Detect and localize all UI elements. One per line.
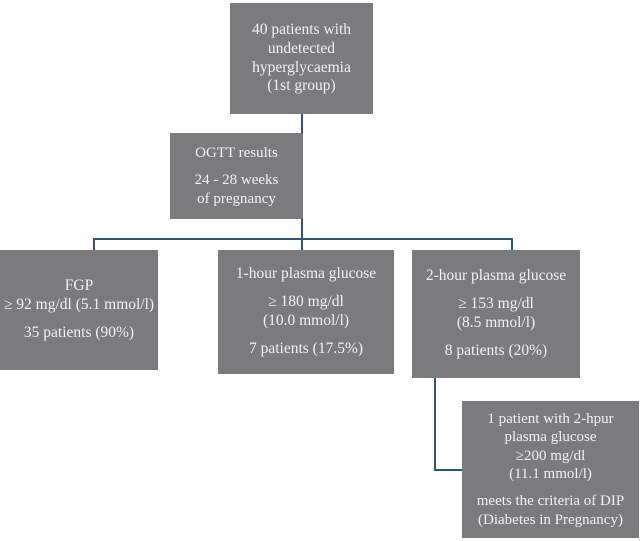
node-two-hour-line-3: (8.5 mmol/l)	[456, 314, 536, 331]
node-fgp-line-2: ≥ 92 mg/dl (5.1 mmol/l)	[3, 296, 155, 314]
node-two-hour-line-2: ≥ 153 mg/dl	[458, 295, 534, 313]
node-one-hour-line-1: 1-hour plasma glucose	[235, 265, 377, 283]
connector-drop-to-fgp	[93, 238, 95, 252]
node-dip-line-4: (11.1 mmol/l)	[509, 466, 592, 482]
node-dip-line-5: meets the criteria of DIP	[476, 493, 625, 510]
node-one-hour-plasma-glucose: 1-hour plasma glucose ≥ 180 mg/dl (10.0 …	[218, 250, 394, 374]
node-two-hour-line-1: 2-hour plasma glucose	[425, 267, 567, 285]
node-ogtt-results: OGTT results 24 - 28 weeks of pregnancy	[170, 133, 303, 219]
node-dip-line-6: (Diabetes in Pregnancy)	[478, 511, 623, 528]
node-two-hour-plasma-glucose: 2-hour plasma glucose ≥ 153 mg/dl (8.5 m…	[412, 250, 580, 378]
node-patients-group-line-1: 40 patients with	[251, 20, 352, 38]
node-one-hour-line-3: (10.0 mmol/l)	[262, 312, 350, 329]
connector-two-hour-to-dip-vertical	[434, 378, 436, 471]
connector-drop-to-two-hour	[511, 238, 513, 252]
node-fgp: FGP ≥ 92 mg/dl (5.1 mmol/l) 35 patients …	[0, 250, 158, 370]
connector-two-hour-to-dip-horizontal	[434, 469, 464, 471]
node-two-hour-line-4: 8 patients (20%)	[444, 341, 548, 359]
connector-drop-to-one-hour	[301, 238, 303, 252]
connector-top-to-ogtt	[301, 113, 303, 134]
node-patients-group-line-2: undetected	[267, 39, 336, 57]
node-dip-line-2: plasma glucose	[504, 429, 597, 446]
connector-branch-bar	[93, 238, 513, 240]
node-ogtt-results-line-3: of pregnancy	[197, 190, 276, 207]
node-fgp-line-1: FGP	[64, 277, 94, 295]
node-one-hour-line-4: 7 patients (17.5%)	[248, 339, 364, 357]
node-patients-group-line-3: hyperglycaemia	[252, 58, 351, 76]
node-diabetes-in-pregnancy: 1 patient with 2-hpur plasma glucose ≥20…	[462, 401, 639, 538]
connector-ogtt-to-branch	[301, 218, 303, 239]
node-dip-line-3: ≥200 mg/dl	[515, 447, 586, 464]
node-patients-group: 40 patients with undetected hyperglycaem…	[230, 3, 373, 114]
node-ogtt-results-line-1: OGTT results	[195, 145, 278, 162]
node-patients-group-line-4: (1st group)	[267, 77, 336, 95]
node-dip-line-1: 1 patient with 2-hpur	[487, 411, 614, 428]
node-one-hour-line-2: ≥ 180 mg/dl	[268, 293, 344, 311]
node-fgp-line-3: 35 patients (90%)	[23, 323, 135, 341]
node-ogtt-results-line-2: 24 - 28 weeks	[194, 172, 279, 189]
